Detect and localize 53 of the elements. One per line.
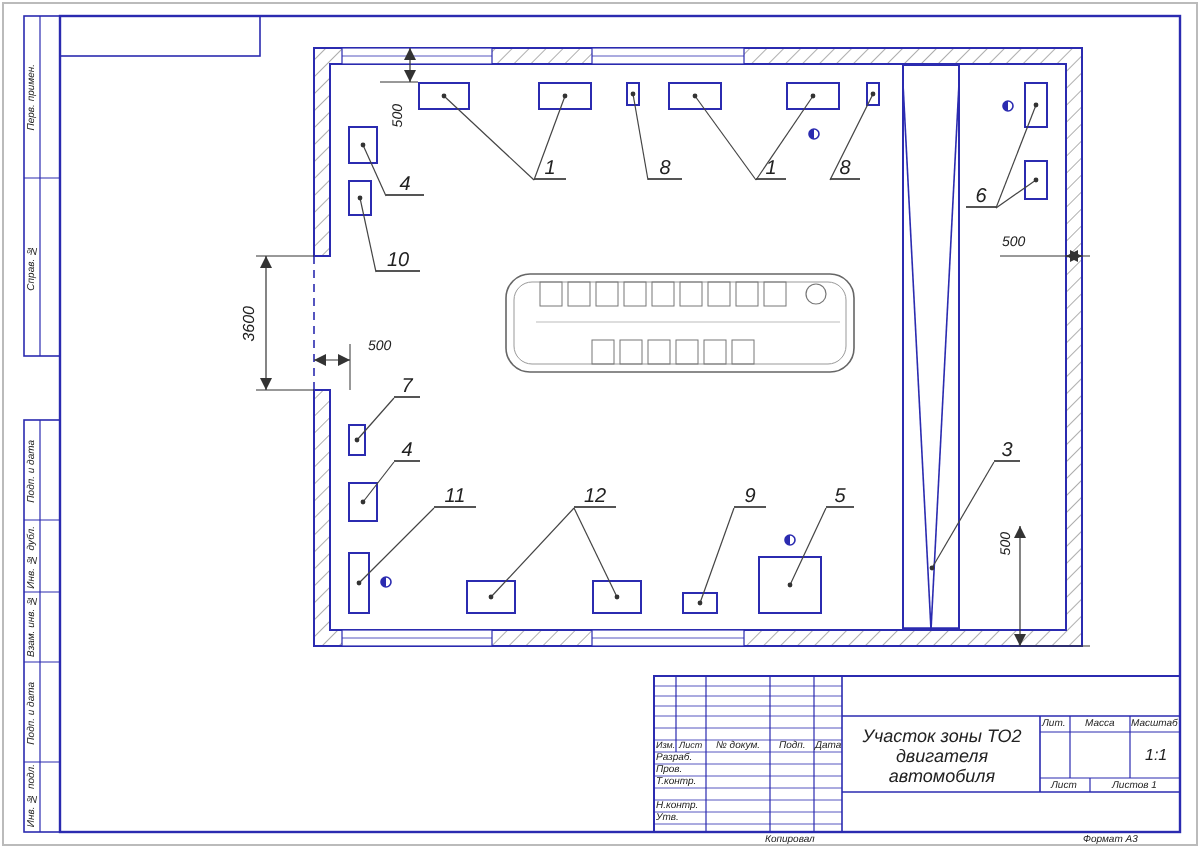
leader-line [354, 397, 395, 443]
leader-line [488, 507, 575, 600]
equipment-rectangle [348, 482, 378, 522]
drawing-title: Участок зоны ТО2 двигателя автомобиля [860, 726, 1024, 786]
leader-line [697, 507, 735, 606]
equipment-rectangle [758, 556, 822, 614]
callout-number: 3 [994, 442, 1020, 462]
leader-line [573, 507, 620, 600]
leader-line [787, 507, 827, 588]
callout-number: 1 [534, 160, 566, 180]
callout-number: 4 [386, 176, 424, 196]
callout-number: 12 [574, 488, 616, 508]
callout-number: 11 [434, 488, 476, 508]
leader-line [356, 507, 435, 586]
leader-line [360, 142, 387, 197]
equipment-rectangle [538, 82, 592, 110]
equipment-rectangle [466, 580, 516, 614]
equipment-rectangle [1024, 160, 1048, 200]
stamp-value: 1:1 [1145, 748, 1168, 764]
callout-number: 7 [394, 378, 420, 398]
callout-number: 6 [966, 188, 996, 208]
leader-line [441, 93, 535, 181]
equipment-rectangle [592, 580, 642, 614]
crossed-rectangle [902, 64, 960, 630]
callout-number: 1 [756, 160, 786, 180]
leader-line [357, 195, 377, 273]
leader-line [360, 461, 395, 505]
callout-number: 8 [830, 160, 860, 180]
callout-number: 5 [826, 488, 854, 508]
equipment-rectangle [348, 552, 370, 614]
callout-number: 10 [376, 252, 420, 272]
equipment-rectangle [626, 82, 640, 106]
leader-line [929, 461, 995, 571]
leader-line [995, 177, 1039, 209]
leader-line [630, 91, 649, 181]
leader-line [829, 91, 876, 181]
leader-line [533, 93, 568, 181]
equipment-rectangle [866, 82, 880, 106]
leader-line [692, 93, 757, 181]
dimension-value: 3600 [242, 306, 258, 342]
leader-line [755, 93, 816, 181]
callout-number: 4 [394, 442, 420, 462]
equipment-rectangle [1024, 82, 1048, 128]
callout-number: 8 [648, 160, 682, 180]
callout-number: 9 [734, 488, 766, 508]
equipment-rectangle [682, 592, 718, 614]
equipment-rectangle [668, 82, 722, 110]
equipment-rectangle [348, 180, 372, 216]
equipment-rectangle [418, 82, 470, 110]
equipment-rectangle [348, 424, 366, 456]
leader-line [995, 102, 1039, 209]
equipment-rectangle [786, 82, 840, 110]
equipment-rectangle [348, 126, 378, 164]
